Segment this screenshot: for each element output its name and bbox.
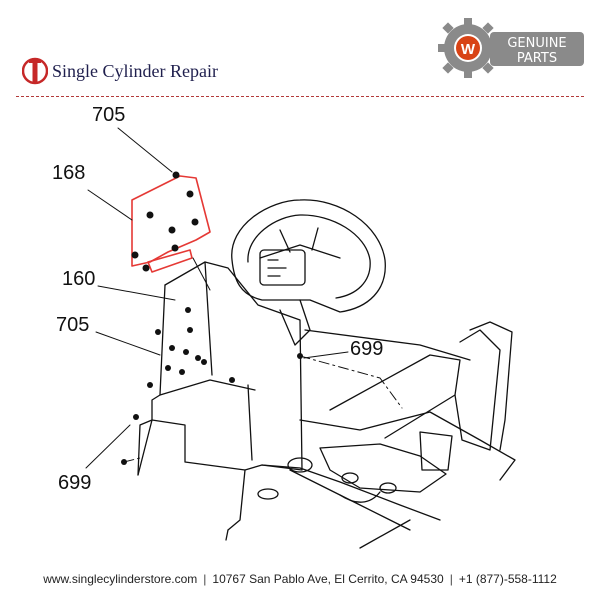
callout-699-right: 699 bbox=[350, 338, 384, 360]
callout-705-left: 705 bbox=[56, 314, 90, 336]
brand-name: Single Cylinder Repair bbox=[52, 60, 218, 81]
callout-160: 160 bbox=[62, 268, 96, 290]
footer-separator: | bbox=[203, 572, 207, 586]
plate-168 bbox=[131, 175, 211, 273]
svg-text:W: W bbox=[461, 41, 476, 58]
callout-705-top: 705 bbox=[92, 104, 126, 126]
single-cylinder-logo-icon bbox=[22, 57, 48, 85]
footer-phone[interactable]: +1 (877)-558-1112 bbox=[458, 572, 557, 586]
header-divider bbox=[16, 96, 584, 97]
brand-header: Single Cylinder Repair bbox=[22, 56, 218, 86]
panel-160 bbox=[137, 261, 303, 531]
callout-699-bottom: 699 bbox=[58, 472, 92, 494]
steering-wheel bbox=[231, 199, 386, 346]
callout-168: 168 bbox=[52, 162, 86, 184]
badge-line1: GENUINE bbox=[507, 36, 566, 51]
genuine-parts-badge: W GENUINE PARTS bbox=[438, 18, 584, 78]
footer-separator: | bbox=[449, 572, 453, 586]
seat-deck bbox=[225, 321, 516, 549]
footer-website[interactable]: www.singlecylinderstore.com bbox=[43, 572, 198, 586]
badge-line2: PARTS bbox=[517, 51, 557, 66]
footer-address: 10767 San Pablo Ave, El Cerrito, CA 9453… bbox=[212, 572, 444, 586]
footer: www.singlecylinderstore.com | 10767 San Pa… bbox=[0, 572, 600, 586]
